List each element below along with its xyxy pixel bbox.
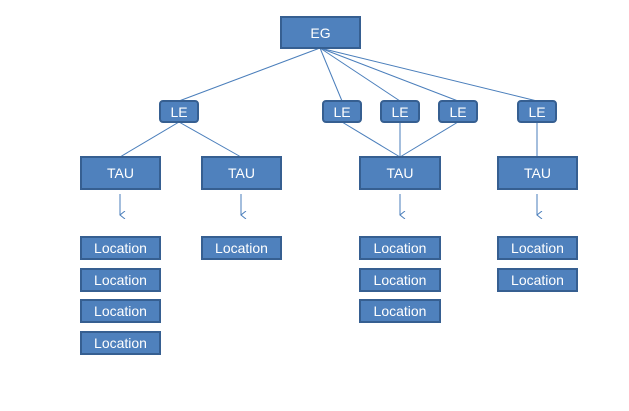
location-tau4-2: Location <box>497 268 578 292</box>
edge-eg-le5 <box>319 47 538 102</box>
edge-le4-tau3 <box>399 121 459 158</box>
location-tau1-2: Location <box>80 268 161 292</box>
node-le-2: LE <box>322 100 362 123</box>
location-tau1-1: Location <box>80 236 161 260</box>
node-le-5: LE <box>517 100 557 123</box>
node-tau-3: TAU <box>359 156 441 190</box>
location-tau3-2: Location <box>359 268 441 292</box>
edge-le2-tau3 <box>341 121 401 158</box>
edge-le1-tau2 <box>178 121 242 158</box>
edge-eg-le4 <box>319 47 459 102</box>
node-tau-2: TAU <box>201 156 282 190</box>
location-tau3-3: Location <box>359 299 441 323</box>
node-tau-1: TAU <box>80 156 161 190</box>
location-tau1-3: Location <box>80 299 161 323</box>
node-le-4: LE <box>438 100 478 123</box>
node-eg: EG <box>280 16 361 49</box>
edge-eg-le1 <box>178 47 321 102</box>
location-tau3-1: Location <box>359 236 441 260</box>
location-tau4-1: Location <box>497 236 578 260</box>
edge-le1-tau1 <box>119 121 180 158</box>
node-le-1: LE <box>159 100 199 123</box>
edge-eg-le2 <box>319 47 343 102</box>
edge-eg-le3 <box>319 47 401 102</box>
node-tau-4: TAU <box>497 156 578 190</box>
location-tau1-4: Location <box>80 331 161 355</box>
node-le-3: LE <box>380 100 420 123</box>
location-tau2-1: Location <box>201 236 282 260</box>
